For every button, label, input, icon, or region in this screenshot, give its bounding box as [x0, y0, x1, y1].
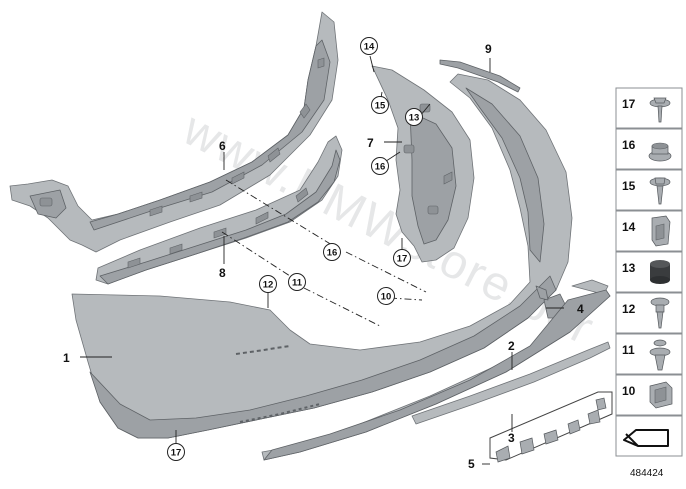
callout-11[interactable]: 11	[288, 273, 306, 291]
label-part-9: 9	[485, 42, 492, 56]
sidebar-item-10[interactable]: 10	[615, 374, 683, 416]
callout-16-b[interactable]: 16	[323, 243, 341, 261]
diffuser-part-2[interactable]	[261, 279, 611, 461]
svg-text:10: 10	[381, 292, 392, 303]
label-part-5: 5	[468, 457, 475, 471]
callout-14[interactable]: 14	[360, 37, 378, 55]
callout-15[interactable]: 15	[371, 96, 389, 114]
svg-text:17: 17	[171, 448, 182, 459]
label-part-6: 6	[219, 139, 226, 153]
svg-text:16: 16	[327, 248, 338, 259]
callout-17-a[interactable]: 17	[393, 249, 411, 267]
arrow-symbol-icon	[623, 429, 669, 447]
svg-text:17: 17	[397, 254, 408, 265]
screw-icon	[649, 177, 671, 205]
svg-text:16: 16	[622, 138, 636, 152]
sidebar-item-14[interactable]: 14	[615, 210, 683, 252]
svg-text:17: 17	[622, 97, 636, 111]
callout-12[interactable]: 12	[259, 275, 277, 293]
carrier-part-8[interactable]	[95, 135, 343, 285]
push-rivet-icon	[649, 339, 671, 371]
clip-nut-icon	[651, 215, 671, 247]
sidebar-item-arrow-symbol[interactable]	[615, 415, 683, 457]
sidebar-item-15[interactable]: 15	[615, 169, 683, 211]
mounting-bracket-part-6[interactable]	[9, 11, 339, 253]
screw-with-washer-icon	[649, 97, 671, 123]
svg-text:14: 14	[364, 42, 375, 53]
collar-nut-icon	[648, 142, 672, 162]
callout-10[interactable]: 10	[377, 287, 395, 305]
label-part-1: 1	[63, 351, 70, 365]
sidebar-item-13[interactable]: 13	[615, 251, 683, 293]
guide-bracket-part-7[interactable]	[371, 65, 475, 263]
svg-text:12: 12	[263, 280, 274, 291]
svg-text:16: 16	[375, 162, 386, 173]
callouts: 14 15 13 16 17 16 10 12	[167, 37, 423, 461]
callout-13[interactable]: 13	[405, 108, 423, 126]
small-parts-sidebar: 17 16 15	[615, 87, 683, 479]
callout-16-a[interactable]: 16	[371, 157, 389, 175]
bumper-panel-part-1[interactable]	[71, 73, 573, 439]
trim-strip-part-3[interactable]	[411, 341, 611, 425]
svg-text:11: 11	[622, 343, 635, 357]
rubber-buffer-icon	[650, 260, 670, 284]
svg-text:11: 11	[292, 278, 303, 289]
sidebar-item-11[interactable]: 11	[615, 333, 683, 375]
svg-text:13: 13	[622, 261, 636, 275]
svg-text:10: 10	[622, 384, 636, 398]
reference-number: 484424	[630, 468, 664, 479]
label-part-4: 4	[577, 302, 584, 316]
svg-text:15: 15	[375, 101, 386, 112]
label-part-7: 7	[367, 136, 374, 150]
label-part-8: 8	[219, 266, 226, 280]
svg-text:12: 12	[622, 302, 636, 316]
svg-text:15: 15	[622, 179, 636, 193]
sidebar-item-17[interactable]: 17	[615, 87, 683, 129]
sidebar-item-12[interactable]: 12	[615, 292, 683, 334]
sidebar-item-16[interactable]: 16	[615, 128, 683, 170]
svg-text:14: 14	[622, 220, 636, 234]
clip-icon	[649, 381, 673, 409]
dash-dot-lines	[221, 179, 427, 327]
trim-strip-part-9[interactable]	[439, 59, 521, 93]
part-numbers: 1 2 3 4 5 6 7 8 9	[63, 42, 584, 471]
label-part-3: 3	[508, 431, 515, 445]
svg-text:13: 13	[409, 113, 420, 124]
callout-17-b[interactable]: 17	[167, 443, 185, 461]
bracket-set-part-5[interactable]	[489, 391, 613, 463]
expanding-rivet-icon	[650, 297, 670, 329]
label-part-2: 2	[508, 339, 515, 353]
